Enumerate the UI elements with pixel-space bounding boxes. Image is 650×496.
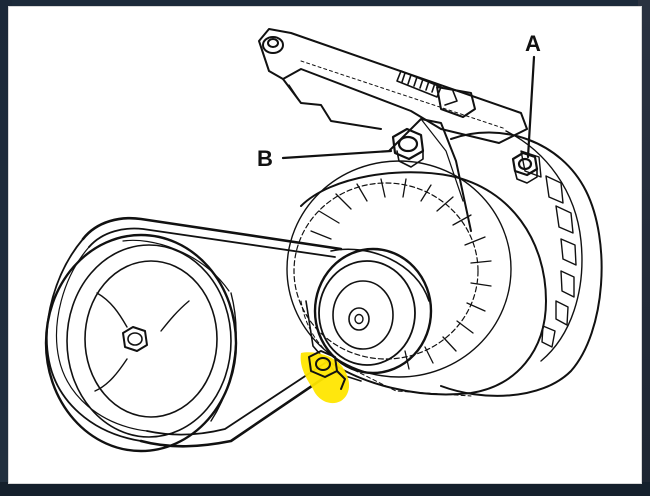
alternator-pivot-bolt <box>391 127 425 168</box>
alternator-body <box>286 130 603 397</box>
large-pulley <box>44 233 238 453</box>
callout-b-leader <box>281 149 393 160</box>
callout-b-label: B <box>257 146 273 171</box>
drive-belt <box>45 216 343 448</box>
callout-a: A <box>525 31 541 159</box>
alternator-belt-diagram: A B <box>44 28 603 453</box>
bracket-bolt <box>262 36 284 54</box>
adjusting-bracket <box>258 28 528 144</box>
callout-a-leader <box>526 55 536 159</box>
lower-mounting-bolt <box>308 350 346 390</box>
diagram-frame: A B <box>8 6 642 484</box>
callout-a-label: A <box>525 31 541 56</box>
alternator-adjusting-nut <box>511 151 539 184</box>
callout-b: B <box>257 146 393 171</box>
alternator-pulley <box>313 247 433 375</box>
backdrop-bottom <box>0 482 650 496</box>
threaded-adjuster <box>396 70 476 118</box>
